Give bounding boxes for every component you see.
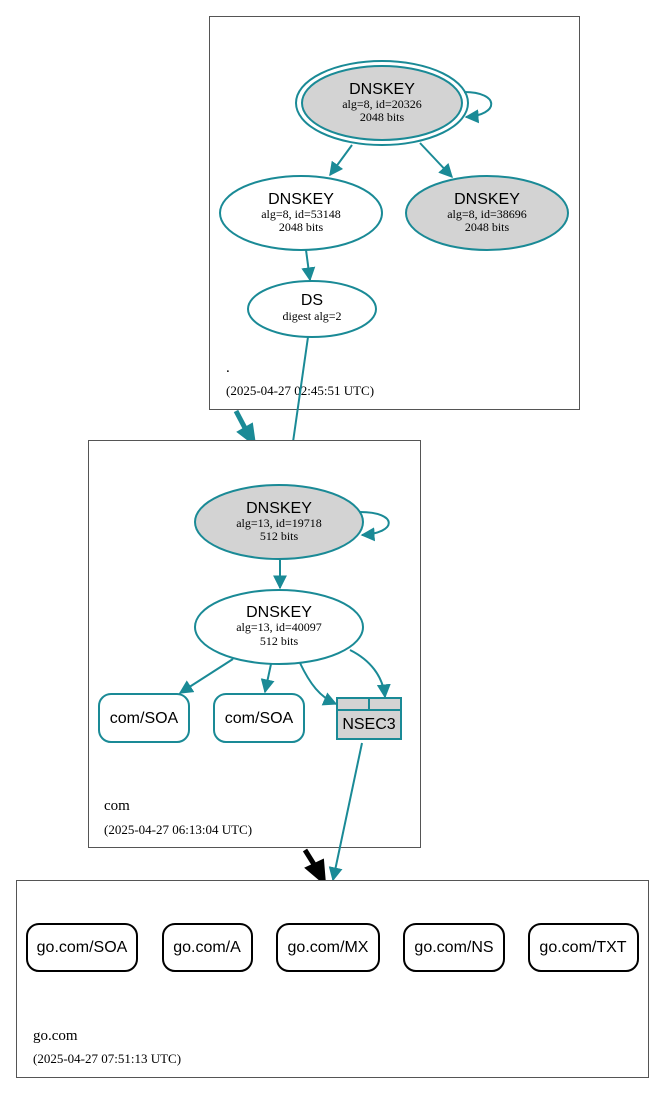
gocom-soa-label: go.com/SOA: [37, 939, 128, 956]
edge-ksk-to-zsk53148: [329, 144, 353, 177]
delegation-root-com-head: [236, 422, 257, 448]
edge-nsec3-to-gocom: [328, 742, 363, 882]
com-soa-1-label: com/SOA: [110, 710, 179, 727]
root-ksk-outer-ring: [295, 60, 469, 146]
gocom-a-label: go.com/A: [173, 939, 241, 956]
com-soa-record-2[interactable]: com/SOA: [213, 693, 305, 743]
com-zsk-title: DNSKEY: [246, 604, 312, 621]
root-zsk2-bits: 2048 bits: [465, 220, 510, 234]
gocom-record-soa[interactable]: go.com/SOA: [26, 923, 138, 972]
delegation-com-gocom-shaft: [302, 848, 318, 868]
com-ksk-self-signature: [359, 511, 390, 542]
delegation-com-gocom-head: [304, 858, 327, 887]
zone-root: DNSKEY alg=8, id=20326 2048 bits DNSKEY …: [209, 16, 580, 410]
com-zsk-bits: 512 bits: [260, 634, 299, 648]
com-ksk-bits: 512 bits: [260, 529, 299, 543]
edge-zsk-to-nsec3-a: [299, 662, 338, 706]
edge-zsk-to-soa1: [178, 658, 234, 694]
root-ksk-bits: 2048 bits: [360, 110, 405, 124]
delegation-root-to-com: [233, 409, 257, 448]
delegation-com-to-gocom: [302, 848, 327, 887]
root-zsk2-alg: alg=8, id=38696: [447, 207, 527, 221]
zone-gocom: go.com/SOA go.com/A go.com/MX go.com/NS …: [16, 880, 649, 1078]
gocom-ns-label: go.com/NS: [414, 939, 493, 956]
gocom-record-a[interactable]: go.com/A: [162, 923, 253, 972]
gocom-record-ns[interactable]: go.com/NS: [403, 923, 505, 972]
root-ksk-alg: alg=8, id=20326: [342, 97, 422, 111]
root-dnskey-zsk-53148[interactable]: DNSKEY alg=8, id=53148 2048 bits: [219, 175, 383, 251]
com-soa-2-box: [213, 693, 305, 743]
com-dnskey-zsk[interactable]: DNSKEY alg=13, id=40097 512 bits: [194, 589, 364, 665]
root-ksk-title: DNSKEY: [349, 81, 415, 98]
gocom-record-mx[interactable]: go.com/MX: [276, 923, 380, 972]
com-ksk-alg: alg=13, id=19718: [236, 516, 322, 530]
gocom-ns-box: [403, 923, 505, 972]
com-ksk-ellipse: [194, 484, 364, 560]
com-zsk-alg: alg=13, id=40097: [236, 620, 322, 634]
root-zsk1-alg: alg=8, id=53148: [261, 207, 341, 221]
zone-com-timestamp: (2025-04-27 06:13:04 UTC): [104, 822, 252, 837]
zone-gocom-box: [16, 880, 649, 1078]
com-dnskey-ksk[interactable]: DNSKEY alg=13, id=19718 512 bits: [194, 484, 364, 560]
gocom-txt-box: [528, 923, 639, 972]
root-zsk1-bits: 2048 bits: [279, 220, 324, 234]
gocom-mx-box: [276, 923, 380, 972]
zone-gocom-timestamp: (2025-04-27 07:51:13 UTC): [33, 1051, 181, 1066]
zone-root-name: .: [226, 360, 230, 376]
com-soa-2-label: com/SOA: [225, 710, 294, 727]
root-zsk1-title: DNSKEY: [268, 191, 334, 208]
root-zsk2-ellipse: [405, 175, 569, 251]
root-ksk-self-signature: [463, 91, 493, 124]
gocom-a-box: [162, 923, 253, 972]
zone-com: DNSKEY alg=13, id=19718 512 bits DNSKEY …: [88, 440, 421, 848]
root-ds-digest: digest alg=2: [282, 309, 341, 323]
root-zsk2-title: DNSKEY: [454, 191, 520, 208]
root-dnskey-ksk[interactable]: DNSKEY alg=8, id=20326 2048 bits: [295, 60, 469, 146]
com-zsk-ellipse: [194, 589, 364, 665]
com-ksk-title: DNSKEY: [246, 500, 312, 517]
root-ds-title: DS: [301, 292, 323, 309]
gocom-txt-label: go.com/TXT: [539, 939, 626, 956]
com-soa-1-box: [98, 693, 190, 743]
com-nsec3-record[interactable]: NSEC3: [336, 697, 402, 740]
zone-gocom-name: go.com: [33, 1028, 78, 1044]
root-zsk1-ellipse: [219, 175, 383, 251]
edge-zsk-to-ds: [301, 249, 316, 282]
root-ksk-inner: [301, 65, 463, 141]
edge-zsk-to-soa2: [260, 663, 275, 694]
edge-zsk-to-nsec3-b: [349, 649, 391, 699]
zone-com-name: com: [104, 798, 130, 814]
root-ds-record[interactable]: DS digest alg=2: [247, 280, 377, 338]
com-soa-record-1[interactable]: com/SOA: [98, 693, 190, 743]
root-dnskey-zsk-38696[interactable]: DNSKEY alg=8, id=38696 2048 bits: [405, 175, 569, 251]
edge-ksk-to-zsk38696: [419, 142, 453, 179]
gocom-mx-label: go.com/MX: [288, 939, 369, 956]
nsec3-label: NSEC3: [342, 716, 395, 733]
delegation-root-com-shaft: [233, 409, 249, 432]
gocom-record-txt[interactable]: go.com/TXT: [528, 923, 639, 972]
gocom-soa-box: [26, 923, 138, 972]
